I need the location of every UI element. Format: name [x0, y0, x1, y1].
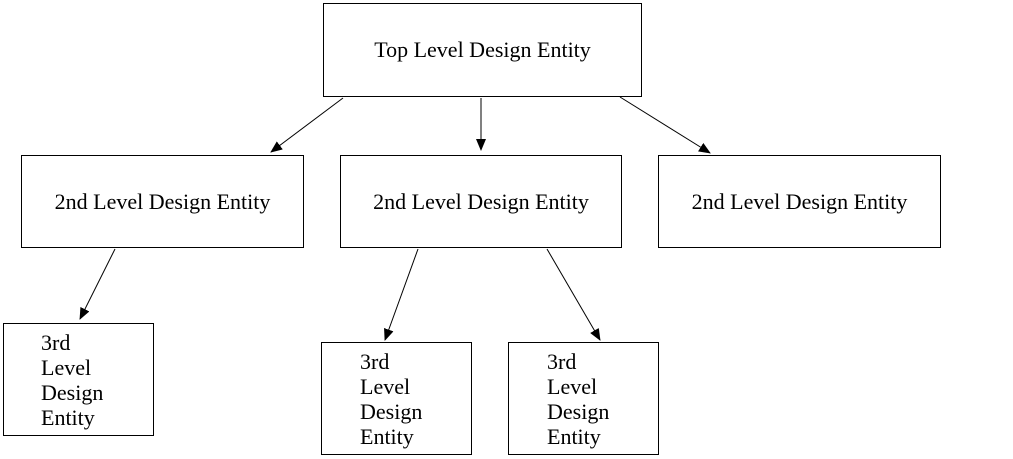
node-top-level: Top Level Design Entity [323, 3, 642, 97]
node-level3-b-label: 3rd Level Design Entity [360, 348, 423, 449]
node-level3-c: 3rd Level Design Entity [508, 342, 659, 455]
edge-level2-b-to-level3-c [546, 248, 601, 341]
node-level2-c-label: 2nd Level Design Entity [691, 188, 908, 214]
node-level3-b: 3rd Level Design Entity [321, 342, 472, 455]
node-level2-a-label: 2nd Level Design Entity [54, 188, 271, 214]
node-level2-a: 2nd Level Design Entity [21, 155, 304, 248]
node-level2-c: 2nd Level Design Entity [658, 155, 941, 248]
node-level3-a-label: 3rd Level Design Entity [41, 329, 104, 430]
edge-level2-a-to-level3-a [79, 248, 116, 320]
edge-top-to-level2-c [619, 96, 711, 154]
node-top-level-label: Top Level Design Entity [374, 37, 591, 62]
node-level3-a: 3rd Level Design Entity [3, 323, 154, 436]
node-level2-b: 2nd Level Design Entity [340, 155, 622, 248]
edge-level2-b-to-level3-b [384, 248, 419, 341]
node-level3-c-label: 3rd Level Design Entity [547, 348, 610, 449]
node-level2-b-label: 2nd Level Design Entity [373, 188, 589, 214]
edge-top-to-level2-a [270, 97, 344, 153]
